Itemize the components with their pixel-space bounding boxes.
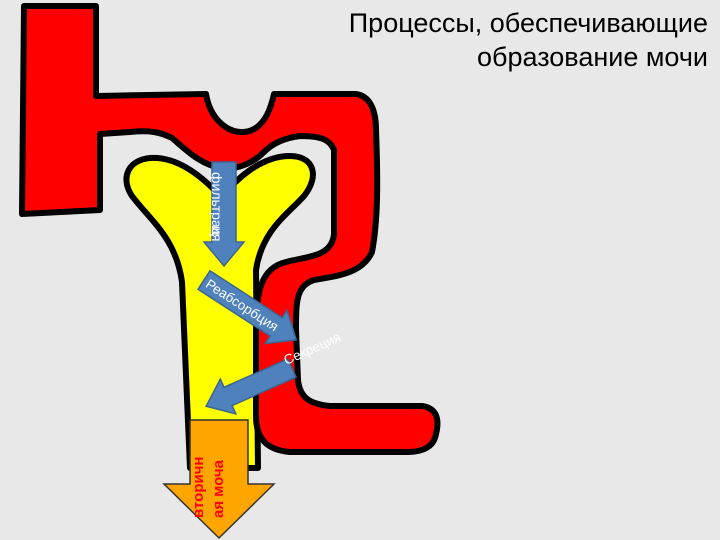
title-line-2: образование мочи — [476, 42, 708, 72]
filtration-arrow: фильтрац ия — [202, 161, 246, 268]
filtration-label-2: ия — [209, 226, 225, 241]
svg-text:вторичн ая моча: вторичн ая моча — [190, 452, 227, 518]
slide-title: Процессы, обеспечивающие образование моч… — [248, 6, 708, 74]
filtration-label-1: фильтрац — [209, 172, 225, 236]
urine-label-1: вторичн — [190, 457, 207, 519]
title-line-1: Процессы, обеспечивающие — [348, 8, 708, 38]
svg-text:фильтрац ия: фильтрац ия — [209, 172, 225, 241]
blood-vessel — [19, 3, 441, 455]
urine-label-2: ая моча — [210, 459, 227, 518]
urine-arrow: вторичн ая моча — [162, 419, 276, 540]
